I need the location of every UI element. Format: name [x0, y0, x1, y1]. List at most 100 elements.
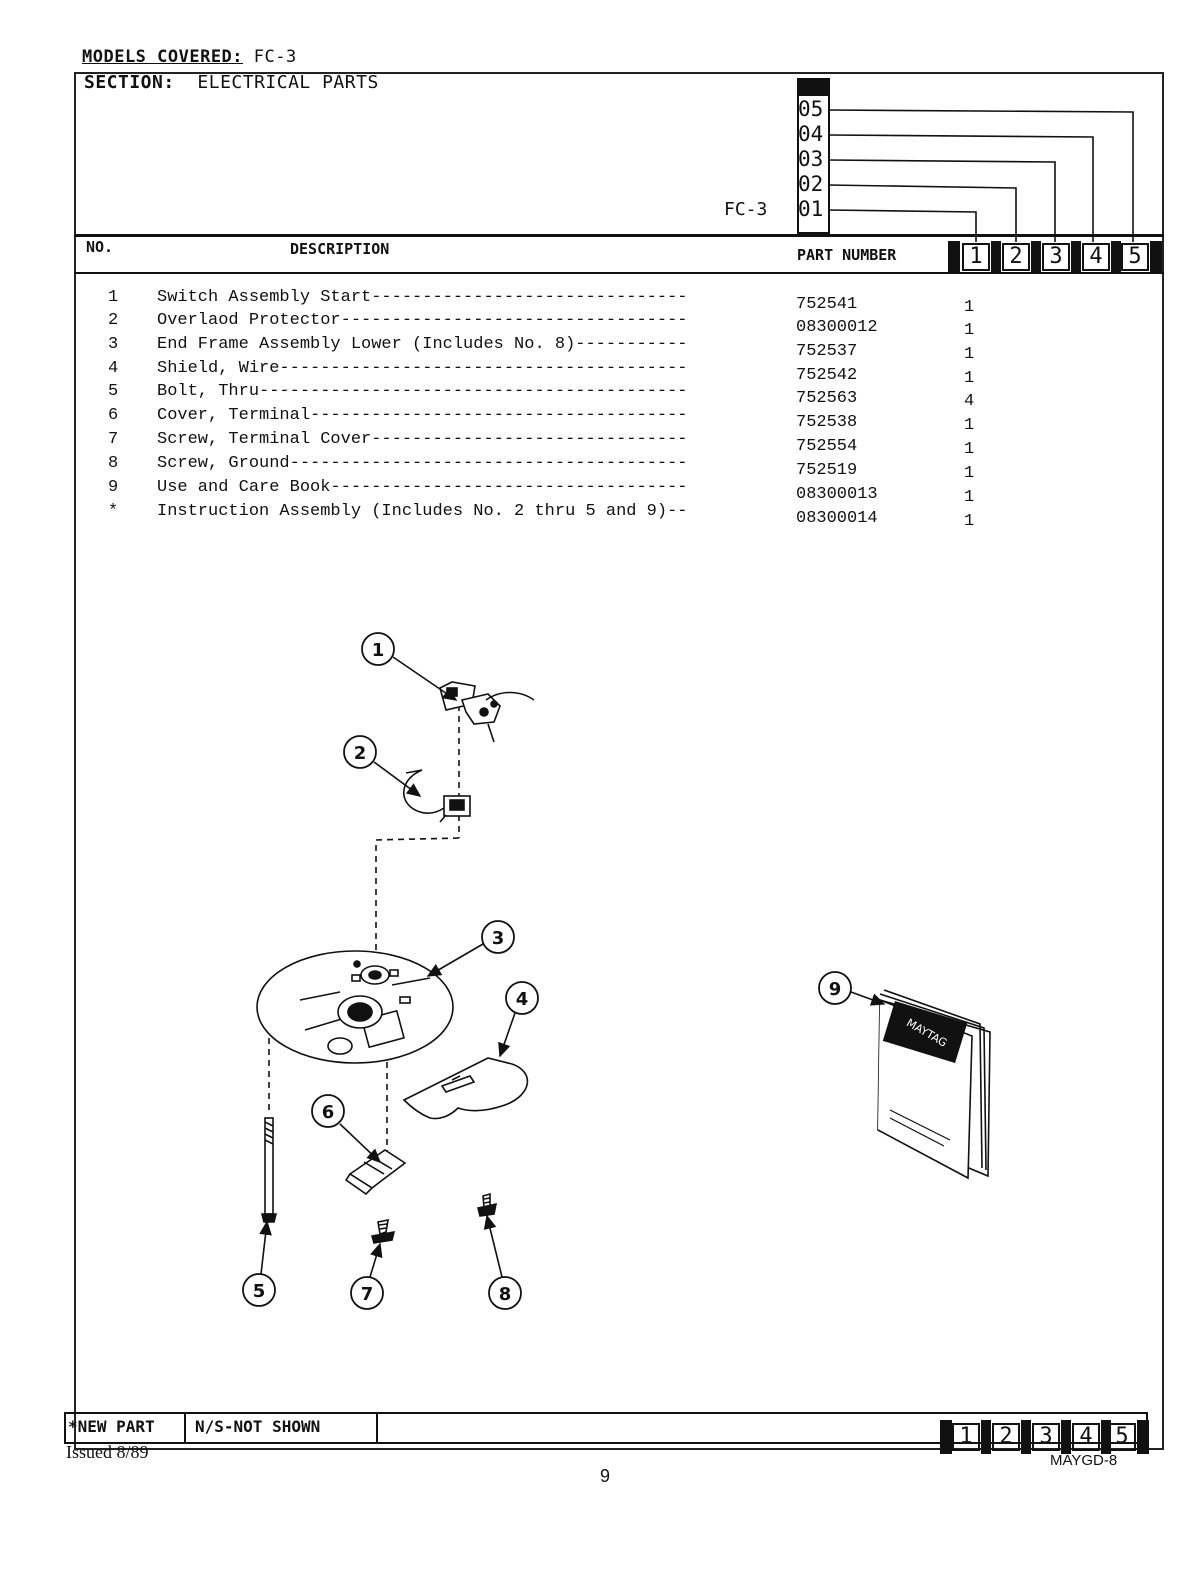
part-description: Cover, Terminal-------------------------… [157, 406, 688, 425]
footer-column-separator [1101, 1420, 1111, 1454]
callout-8 [488, 1276, 522, 1310]
model-code-03: 03 [798, 147, 824, 171]
column-separator [991, 241, 1001, 274]
callout-2 [343, 735, 377, 769]
part-number: 752519 [796, 461, 858, 480]
end-frame-assembly-icon [256, 950, 454, 1064]
callout-1 [361, 632, 395, 666]
footer-column-separator [1021, 1420, 1031, 1454]
part-qty: 1 [964, 369, 975, 388]
terminal-cover-screw-icon [370, 1218, 396, 1244]
callout-leaders [259, 656, 886, 1278]
column-separator [1031, 241, 1041, 274]
part-number: 752554 [796, 437, 858, 456]
footer-column-separator [1061, 1420, 1071, 1454]
footer-model-column-5: 5 [1108, 1423, 1136, 1451]
column-header-row [74, 234, 1164, 274]
part-qty: 1 [964, 488, 975, 507]
part-description: Bolt, Thru------------------------------… [157, 382, 688, 401]
part-no: 3 [108, 335, 119, 354]
models-covered-label: MODELS COVERED: [82, 47, 244, 67]
callout-5 [242, 1273, 276, 1307]
callout-label-7: 7 [361, 1284, 374, 1305]
part-no: 1 [108, 288, 119, 307]
section-label: SECTION: [84, 72, 175, 93]
part-qty: 1 [964, 345, 975, 364]
part-no: 4 [108, 359, 119, 378]
legend-not-shown: N/S-NOT SHOWN [195, 1417, 321, 1436]
part-number: 752537 [796, 342, 858, 361]
part-qty: 1 [964, 440, 975, 459]
part-number: 08300012 [796, 318, 878, 337]
model-column-5: 5 [1121, 243, 1149, 271]
switch-assembly-icon [439, 681, 535, 743]
document-id: MAYGD-8 [1050, 1452, 1118, 1469]
wire-shield-icon [402, 1057, 529, 1120]
model-column-1: 1 [962, 243, 990, 271]
part-no: * [108, 502, 119, 521]
column-separator [1150, 241, 1162, 274]
part-no: 5 [108, 382, 119, 401]
column-separator [948, 241, 960, 274]
part-description: Instruction Assembly (Includes No. 2 thr… [157, 502, 688, 521]
callout-label-9: 9 [829, 979, 842, 1000]
footer-model-column-1: 1 [952, 1423, 980, 1451]
callout-label-4: 4 [516, 989, 529, 1010]
column-header-no: NO. [86, 238, 114, 256]
column-separator [1071, 241, 1081, 274]
ground-screw-icon [477, 1192, 498, 1217]
callout-3 [481, 920, 515, 954]
part-number: 752538 [796, 413, 858, 432]
part-no: 6 [108, 406, 119, 425]
footer-column-separator [1137, 1420, 1149, 1454]
footer-column-separator [940, 1420, 952, 1454]
issued-date: Issued 8/89 [66, 1442, 149, 1462]
part-qty: 1 [964, 464, 975, 483]
callout-label-1: 1 [372, 640, 385, 661]
model-column-4: 4 [1082, 243, 1110, 271]
footer-model-column-4: 4 [1072, 1423, 1100, 1451]
legend-new-part: *NEW PART [68, 1417, 155, 1436]
page-frame [74, 72, 1164, 1450]
footer-divider [184, 1412, 186, 1444]
model-code-ladder-inner [799, 96, 828, 232]
part-qty: 1 [964, 321, 975, 340]
section-value: ELECTRICAL PARTS [197, 72, 379, 93]
callouts [242, 632, 852, 1310]
page-number: 9 [600, 1466, 611, 1486]
model-code-02: 02 [798, 172, 824, 196]
callout-label-8: 8 [499, 1284, 512, 1305]
part-qty: 4 [964, 392, 975, 411]
callout-6 [311, 1094, 345, 1128]
part-no: 9 [108, 478, 119, 497]
callout-4 [505, 981, 539, 1015]
part-qty: 1 [964, 416, 975, 435]
model-code-01: 01 [798, 197, 824, 221]
column-header-description: DESCRIPTION [290, 240, 390, 258]
model-code-label: FC-3 [724, 199, 768, 220]
part-no: 8 [108, 454, 119, 473]
part-description: Overlaod Protector----------------------… [157, 311, 688, 330]
column-separator [1111, 241, 1121, 274]
footer-divider [376, 1412, 378, 1444]
column-header-part-number: PART NUMBER [797, 246, 897, 264]
part-number: 752542 [796, 366, 858, 385]
part-qty: 1 [964, 298, 975, 317]
parts-list: 1 Switch Assembly Start-----------------… [0, 288, 1200, 538]
part-qty: 1 [964, 512, 975, 531]
part-description: Shield, Wire----------------------------… [157, 359, 688, 378]
model-code-leader-lines [827, 109, 1134, 242]
model-code-04: 04 [798, 122, 824, 146]
footer-model-column-3: 3 [1032, 1423, 1060, 1451]
exploded-parts-diagram: MAYTAG 1 2 3 4 5 6 7 8 9 [242, 632, 991, 1310]
part-number: 752541 [796, 295, 858, 314]
part-description: Use and Care Book-----------------------… [157, 478, 688, 497]
model-column-2: 2 [1002, 243, 1030, 271]
part-no: 2 [108, 311, 119, 330]
part-description: Screw, Terminal Cover-------------------… [157, 430, 688, 449]
part-no: 7 [108, 430, 119, 449]
footer-column-separator [981, 1420, 991, 1454]
models-covered-value: FC-3 [253, 47, 297, 67]
part-number: 08300014 [796, 509, 878, 528]
overload-protector-icon [403, 769, 471, 823]
